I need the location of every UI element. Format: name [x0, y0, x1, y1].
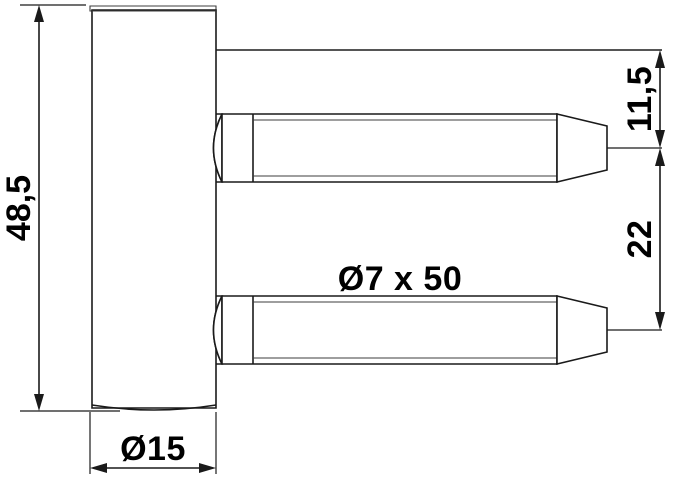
- plate-width-arrow-left: [90, 463, 107, 473]
- upper-pin-tapered-tip: [556, 112, 608, 184]
- upper-offset-arrow-bottom: [655, 130, 665, 148]
- reference-lines-group: [175, 49, 662, 331]
- pin-spacing-arrow-top: [655, 148, 665, 166]
- upper-offset-arrow-top: [655, 50, 665, 68]
- dimension-upper-offset: 11,5: [621, 50, 665, 148]
- pin-spacing-label: 22: [621, 220, 659, 259]
- plate-width-arrow-right: [199, 463, 216, 473]
- dimension-overall-height: 48,5: [0, 4, 120, 412]
- callout-pin-spec: Ø7 x 50: [338, 260, 462, 298]
- overall-height-label: 48,5: [0, 175, 38, 241]
- overall-height-arrow-top: [34, 5, 44, 22]
- dimension-plate-width: Ø15: [89, 412, 217, 474]
- dimension-pin-spacing: 22: [621, 148, 665, 330]
- upper-dowel-pin: [212, 112, 608, 184]
- plate-bottom-chamfer: [91, 404, 217, 411]
- overall-height-arrow-bottom: [34, 394, 44, 411]
- lower-pin-shank: [221, 295, 558, 365]
- upper-offset-label: 11,5: [621, 66, 659, 132]
- lower-dowel-pin: [212, 294, 608, 366]
- plate-body: [91, 9, 217, 409]
- pin-spacing-arrow-bottom: [655, 312, 665, 330]
- mounting-plate: [89, 5, 217, 411]
- lower-pin-tapered-tip: [556, 294, 608, 366]
- plate-width-label: Ø15: [120, 430, 186, 468]
- pin-spec-label: Ø7 x 50: [338, 260, 462, 298]
- upper-pin-shank: [221, 113, 558, 183]
